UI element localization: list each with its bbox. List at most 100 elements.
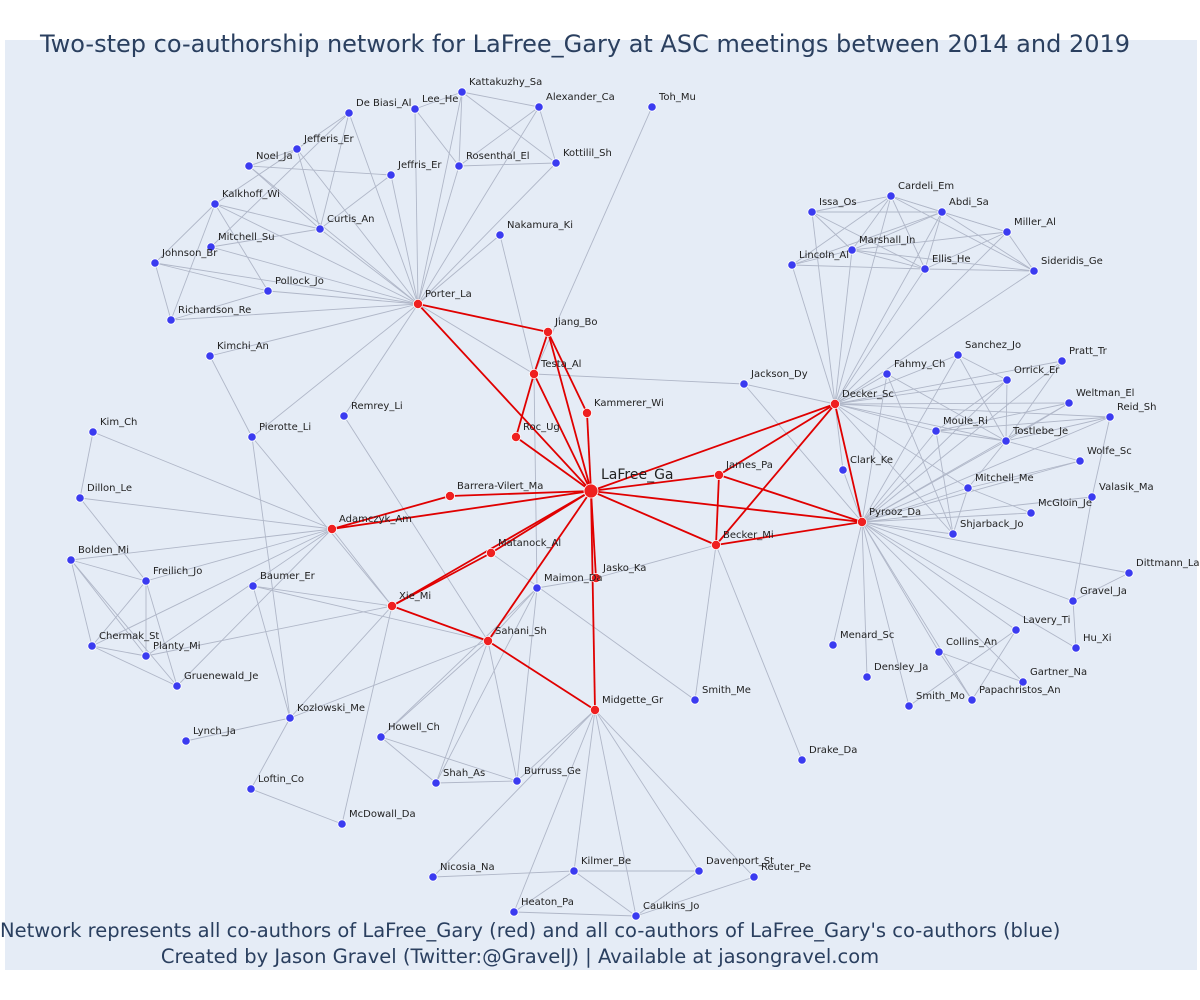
node-jiang-bo[interactable]	[543, 326, 554, 337]
node-gravel-ja[interactable]	[1068, 596, 1078, 606]
node-cardeli-em[interactable]	[886, 191, 896, 201]
node-bolden-mi[interactable]	[66, 555, 76, 565]
node-lee-he[interactable]	[410, 104, 420, 114]
node-gartner-na[interactable]	[1018, 677, 1028, 687]
node-jackson-dy[interactable]	[739, 379, 749, 389]
node-shjarback-jo[interactable]	[948, 529, 958, 539]
node-alexander-ca[interactable]	[534, 102, 544, 112]
node-burruss-ge[interactable]	[512, 776, 522, 786]
node-mitchell-me[interactable]	[963, 483, 973, 493]
node-papachristos-an[interactable]	[967, 695, 977, 705]
node-maimon-da[interactable]	[532, 583, 542, 593]
node-reid-sh[interactable]	[1105, 412, 1115, 422]
node-chermak-st[interactable]	[87, 641, 97, 651]
node-sanchez-jo[interactable]	[953, 350, 963, 360]
node-matanock-al[interactable]	[485, 548, 496, 559]
edge-becker-mi-smith-me	[694, 544, 717, 701]
node-sideridis-ge[interactable]	[1029, 266, 1039, 276]
node-shah-as[interactable]	[431, 778, 441, 788]
node-tostlebe-je[interactable]	[1001, 436, 1011, 446]
node-james-pa[interactable]	[714, 469, 725, 480]
node-reuter-pe[interactable]	[749, 872, 759, 882]
node-roc-ug[interactable]	[510, 431, 521, 442]
node-nakamura-ki[interactable]	[495, 230, 505, 240]
node-sahani-sh[interactable]	[482, 636, 493, 647]
node-dittmann-la[interactable]	[1124, 568, 1134, 578]
node-xie-mi[interactable]	[386, 601, 397, 612]
node-midgette-gr[interactable]	[590, 705, 601, 716]
node-freilich-jo[interactable]	[141, 576, 151, 586]
node-kattakuzhy-sa[interactable]	[457, 87, 467, 97]
node-adamczyk-am[interactable]	[326, 524, 337, 535]
node-wolfe-sc[interactable]	[1075, 456, 1085, 466]
node-hu-xi[interactable]	[1071, 643, 1081, 653]
node-mitchell-su[interactable]	[206, 242, 216, 252]
node-kalkhoff-wi[interactable]	[210, 199, 220, 209]
node-gruenewald-je[interactable]	[172, 681, 182, 691]
node-noel-ja[interactable]	[244, 161, 254, 171]
node-de-biasi-al[interactable]	[344, 108, 354, 118]
edge-james-pa-becker-mi	[715, 474, 720, 546]
node-jefferis-er[interactable]	[292, 144, 302, 154]
node-pollock-jo[interactable]	[263, 286, 273, 296]
node-menard-sc[interactable]	[828, 640, 838, 650]
node-mcgloin-je[interactable]	[1026, 508, 1036, 518]
node-kammerer-wi[interactable]	[582, 407, 593, 418]
node-toh-mu[interactable]	[647, 102, 657, 112]
node-decker-sc[interactable]	[830, 398, 841, 409]
node-lafree-ga[interactable]	[583, 483, 599, 499]
node-miller-al[interactable]	[1002, 227, 1012, 237]
node-smith-mo[interactable]	[904, 701, 914, 711]
node-baumer-er[interactable]	[248, 581, 258, 591]
node-howell-ch[interactable]	[376, 732, 386, 742]
node-kimchi-an[interactable]	[205, 351, 215, 361]
node-clark-ke[interactable]	[838, 465, 848, 475]
node-porter-la[interactable]	[412, 298, 423, 309]
node-planty-mi[interactable]	[141, 651, 151, 661]
node-davenport-st[interactable]	[694, 866, 704, 876]
node-orrick-er[interactable]	[1002, 375, 1012, 385]
node-kozlowski-me[interactable]	[285, 713, 295, 723]
node-fahmy-ch[interactable]	[882, 369, 892, 379]
node-barrera-vilert-ma[interactable]	[444, 490, 455, 501]
node-mcdowall-da[interactable]	[337, 819, 347, 829]
node-valasik-ma[interactable]	[1087, 492, 1097, 502]
node-drake-da[interactable]	[797, 755, 807, 765]
node-remrey-li[interactable]	[339, 411, 349, 421]
node-ellis-he[interactable]	[920, 264, 930, 274]
node-moule-ri[interactable]	[931, 426, 941, 436]
node-jeffris-er[interactable]	[386, 170, 396, 180]
node-marshall-in[interactable]	[847, 245, 857, 255]
node-loftin-co[interactable]	[246, 784, 256, 794]
node-testa-al[interactable]	[529, 368, 540, 379]
node-smith-me[interactable]	[690, 695, 700, 705]
node-abdi-sa[interactable]	[937, 207, 947, 217]
node-lavery-ti[interactable]	[1011, 625, 1021, 635]
node-richardson-re[interactable]	[166, 315, 176, 325]
node-pierotte-li[interactable]	[247, 432, 257, 442]
node-issa-os[interactable]	[807, 207, 817, 217]
edge-decker-sc-reid-sh	[834, 403, 1111, 418]
edge-pyrooz-da-shjarback-jo	[861, 521, 954, 535]
node-weltman-el[interactable]	[1064, 398, 1074, 408]
node-heaton-pa[interactable]	[509, 907, 519, 917]
node-johnson-br[interactable]	[150, 258, 160, 268]
edge-tostlebe-je-mitchell-me	[967, 440, 1007, 489]
node-pyrooz-da[interactable]	[857, 517, 868, 528]
node-dillon-le[interactable]	[75, 493, 85, 503]
node-densley-ja[interactable]	[862, 672, 872, 682]
node-kilmer-be[interactable]	[569, 866, 579, 876]
node-kottilil-sh[interactable]	[551, 158, 561, 168]
node-pratt-tr[interactable]	[1057, 356, 1067, 366]
node-jasko-ka[interactable]	[591, 573, 602, 584]
node-kim-ch[interactable]	[88, 427, 98, 437]
node-nicosia-na[interactable]	[428, 872, 438, 882]
node-curtis-an[interactable]	[315, 224, 325, 234]
node-caulkins-jo[interactable]	[631, 911, 641, 921]
node-lynch-ja[interactable]	[181, 736, 191, 746]
node-rosenthal-el[interactable]	[454, 161, 464, 171]
node-lincoln-al[interactable]	[787, 260, 797, 270]
node-becker-mi[interactable]	[711, 540, 722, 551]
node-collins-an[interactable]	[934, 647, 944, 657]
